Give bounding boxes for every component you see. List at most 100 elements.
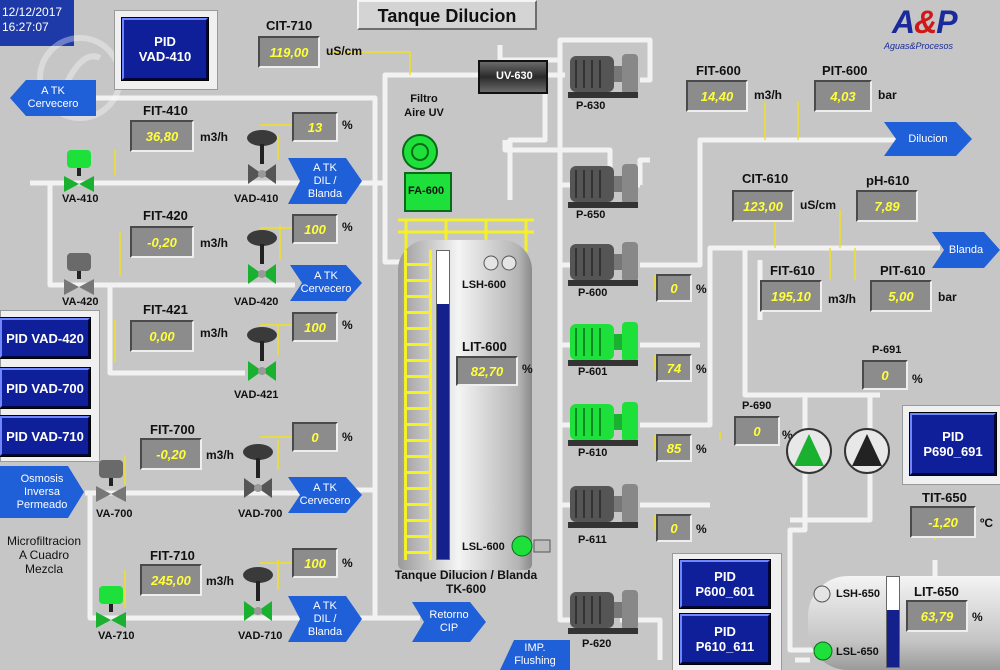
- pit610-value: 5,00: [870, 280, 932, 312]
- level-switch-icon: [813, 585, 831, 603]
- lit600-unit: %: [522, 362, 533, 376]
- p611-output: 0: [656, 514, 692, 542]
- p620-tag: P-620: [582, 638, 612, 650]
- p691-output: 0: [862, 360, 908, 390]
- vad420-output: 100: [292, 214, 338, 244]
- arrow-atk-cervecero-700[interactable]: A TK Cervecero: [288, 477, 362, 513]
- pit600-tag: PIT-600: [822, 63, 868, 78]
- fit420-unit: m3/h: [200, 236, 229, 250]
- pump-icon[interactable]: [566, 158, 648, 214]
- control-valve-icon[interactable]: [240, 565, 276, 627]
- cit610-tag: CIT-610: [742, 171, 789, 186]
- fit710-value: 245,00: [140, 564, 202, 596]
- pump-icon[interactable]: [566, 316, 648, 372]
- centrifugal-pump-icon[interactable]: [842, 426, 892, 476]
- cit710-unit: uS/cm: [326, 44, 363, 58]
- tit650-tag: TIT-650: [922, 490, 967, 505]
- centrifugal-pump-icon[interactable]: [784, 426, 834, 476]
- tk650-level-fill: [887, 609, 899, 667]
- tit650-unit: ºC: [980, 516, 994, 530]
- pid-p690-691-button[interactable]: PID P690_691: [910, 413, 996, 475]
- uv630-lamp: [478, 60, 548, 94]
- pump-icon[interactable]: [566, 478, 648, 534]
- pid-vad410-button[interactable]: PID VAD-410: [122, 18, 208, 80]
- pump-icon[interactable]: [566, 48, 648, 104]
- arrow-retorno-cip[interactable]: Retorno CIP: [412, 602, 486, 642]
- fit600-unit: m3/h: [754, 88, 783, 102]
- pid-p610-611-button[interactable]: PID P610_611: [680, 614, 770, 664]
- va700-tag: VA-700: [96, 508, 133, 520]
- lsl600-label: LSL-600: [462, 541, 505, 553]
- p600-output: 0: [656, 274, 692, 302]
- fit710-unit: m3/h: [206, 574, 235, 588]
- va710-tag: VA-710: [98, 630, 135, 642]
- vad421-unit: %: [342, 318, 353, 332]
- fit600-value: 14,40: [686, 80, 748, 112]
- fit710-tag: FIT-710: [150, 548, 195, 563]
- pit600-unit: bar: [878, 88, 897, 102]
- p600-tag: P-600: [578, 287, 608, 299]
- microfiltracion-label: Microfiltracion A Cuadro Mezcla: [6, 534, 81, 576]
- pump-icon[interactable]: [566, 396, 648, 452]
- arrow-atk-dil-blanda-410[interactable]: A TK DIL / Blanda: [288, 158, 362, 204]
- vad700-tag: VAD-700: [238, 508, 283, 520]
- control-valve-icon[interactable]: [244, 228, 280, 290]
- cit610-value: 123,00: [732, 190, 794, 222]
- lsh650-label: LSH-650: [836, 588, 881, 600]
- fit610-unit: m3/h: [828, 292, 857, 306]
- on-off-valve-icon[interactable]: [94, 460, 128, 502]
- p691-unit: %: [912, 372, 923, 386]
- fit610-value: 195,10: [760, 280, 822, 312]
- fit410-value: 36,80: [130, 120, 194, 152]
- control-valve-icon[interactable]: [244, 325, 280, 387]
- fit600-tag: FIT-600: [696, 63, 741, 78]
- fit610-tag: FIT-610: [770, 263, 815, 278]
- pid-p600-601-button[interactable]: PID P600_601: [680, 560, 770, 608]
- on-off-valve-icon[interactable]: [94, 586, 128, 628]
- pit610-unit: bar: [938, 290, 957, 304]
- level-switch-icon: [511, 535, 551, 557]
- arrow-atk-cervecero-420[interactable]: A TK Cervecero: [290, 265, 362, 301]
- arrow-atk-cervecero-top[interactable]: A TK Cervecero: [10, 80, 96, 116]
- arrow-atk-dil-blanda-710[interactable]: A TK DIL / Blanda: [288, 596, 362, 642]
- vad710-tag: VAD-710: [238, 630, 283, 642]
- on-off-valve-icon[interactable]: [62, 253, 96, 295]
- vad410-unit: %: [342, 118, 353, 132]
- lit650-value: 63,79: [906, 600, 968, 632]
- control-valve-icon[interactable]: [240, 442, 276, 504]
- fit410-unit: m3/h: [200, 130, 229, 144]
- on-off-valve-icon[interactable]: [62, 150, 96, 192]
- company-logo: A&P Aguas&Procesos: [884, 4, 958, 51]
- arrow-imp-flushing[interactable]: IMP. Flushing: [500, 640, 570, 670]
- p650-tag: P-650: [576, 209, 606, 221]
- pump-icon[interactable]: [566, 236, 648, 292]
- arrow-blanda[interactable]: Blanda: [932, 232, 1000, 268]
- control-valve-icon[interactable]: [244, 128, 280, 190]
- arrow-dilucion[interactable]: Dilucion: [884, 122, 972, 156]
- arrow-osmosis[interactable]: Osmosis Inversa Permeado: [0, 466, 84, 518]
- p690-tag: P-690: [742, 400, 772, 412]
- pid-vad420-button[interactable]: PID VAD-420: [0, 318, 90, 358]
- pid-vad700-button[interactable]: PID VAD-700: [0, 368, 90, 408]
- tank-label: Tanque Dilucion / Blanda TK-600: [394, 568, 538, 596]
- lit650-unit: %: [972, 610, 983, 624]
- p610-tag: P-610: [578, 447, 608, 459]
- p691-tag: P-691: [872, 344, 902, 356]
- fit421-unit: m3/h: [200, 326, 229, 340]
- va410-tag: VA-410: [62, 193, 99, 205]
- fa600-label: FA-600: [408, 185, 445, 197]
- vad710-output: 100: [292, 548, 338, 578]
- tank-ladder: [404, 250, 432, 560]
- cit610-unit: uS/cm: [800, 198, 837, 212]
- p611-tag: P-611: [578, 534, 607, 546]
- pid-vad710-button[interactable]: PID VAD-710: [0, 416, 90, 456]
- vad420-unit: %: [342, 220, 353, 234]
- air-filter-icon: [402, 134, 438, 170]
- vad700-output: 0: [292, 422, 338, 452]
- tit650-value: -1,20: [910, 506, 976, 538]
- time-text: 16:27:07: [2, 20, 49, 34]
- pump-icon[interactable]: [566, 584, 648, 640]
- datetime-display: 12/12/2017 16:27:07: [0, 0, 74, 46]
- lit600-value: 82,70: [456, 356, 518, 386]
